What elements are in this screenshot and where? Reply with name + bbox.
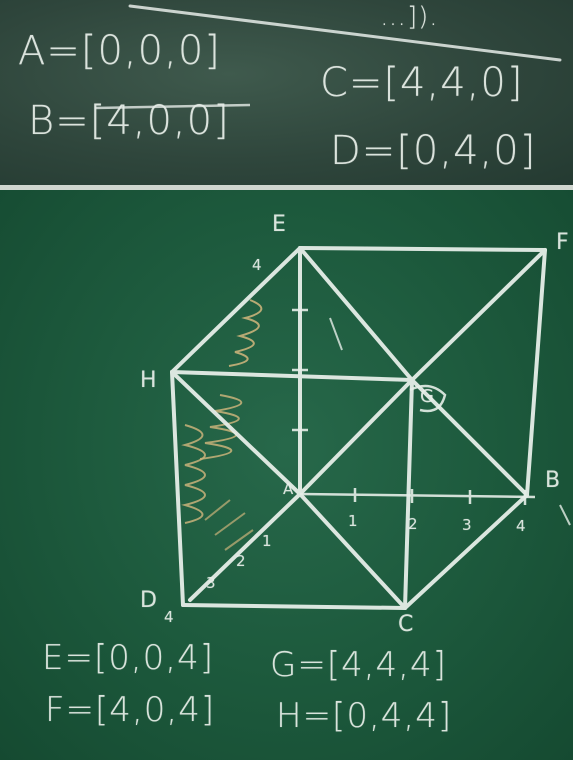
x-tick-3: 3 (462, 516, 473, 534)
vertex-label-f: F (556, 230, 570, 255)
board-divider (0, 185, 573, 191)
coord-f: F=[4,0,4] (45, 690, 216, 730)
coord-e: E=[0,0,4] (42, 638, 215, 678)
coord-g: G=[4,4,4] (270, 645, 447, 685)
coord-d: D=[0,4,0] (330, 128, 537, 174)
overline-stroke (128, 4, 562, 62)
x-axis (299, 488, 536, 505)
vertex-label-h: H (140, 368, 158, 393)
lower-chalkboard (0, 190, 573, 760)
hatch-scribble-left (181, 424, 206, 524)
coord-c: C=[4,4,0] (320, 60, 524, 106)
hatch-lines (204, 499, 254, 551)
z-tick-4: 4 (252, 256, 263, 274)
partial-line-text: …]). (380, 2, 439, 32)
y-tick-2: 2 (236, 552, 247, 570)
vertex-label-a: A (283, 480, 295, 498)
y-tick-1: 1 (262, 532, 273, 550)
x-tick-1: 1 (348, 512, 359, 530)
vertex-label-g: G (420, 386, 435, 407)
underline-stroke (94, 103, 251, 110)
z-axis-ticks (292, 308, 308, 432)
y-tick-4: 4 (164, 608, 175, 626)
x-tick-2: 2 (408, 515, 419, 533)
x-tick-4: 4 (516, 517, 527, 535)
upper-chalkboard (0, 0, 573, 185)
vertex-label-e: E (272, 212, 287, 237)
y-tick-3: 3 (206, 574, 217, 592)
vertex-label-d: D (140, 588, 158, 613)
hatch-scribble-top (228, 299, 263, 367)
cube-edges (170, 246, 547, 610)
vertex-label-b: B (545, 468, 562, 493)
coord-h: H=[0,4,4] (276, 696, 453, 736)
hatch-scribble-mid (199, 394, 243, 460)
vertex-label-c: C (398, 612, 415, 637)
coord-a: A=[0,0,0] (18, 28, 221, 74)
